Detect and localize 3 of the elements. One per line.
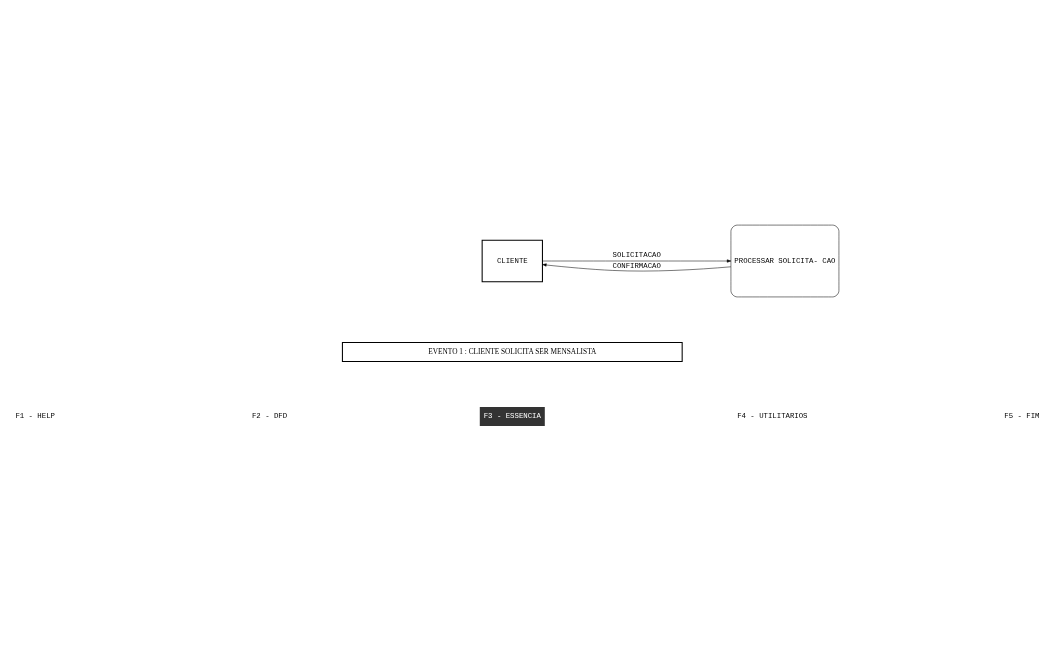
arrow	[542, 262, 732, 271]
arrow	[542, 258, 732, 263]
node-box: EVENTO 1 : CLIENTE SOLICITA SER MENSALISTA	[341, 341, 683, 362]
